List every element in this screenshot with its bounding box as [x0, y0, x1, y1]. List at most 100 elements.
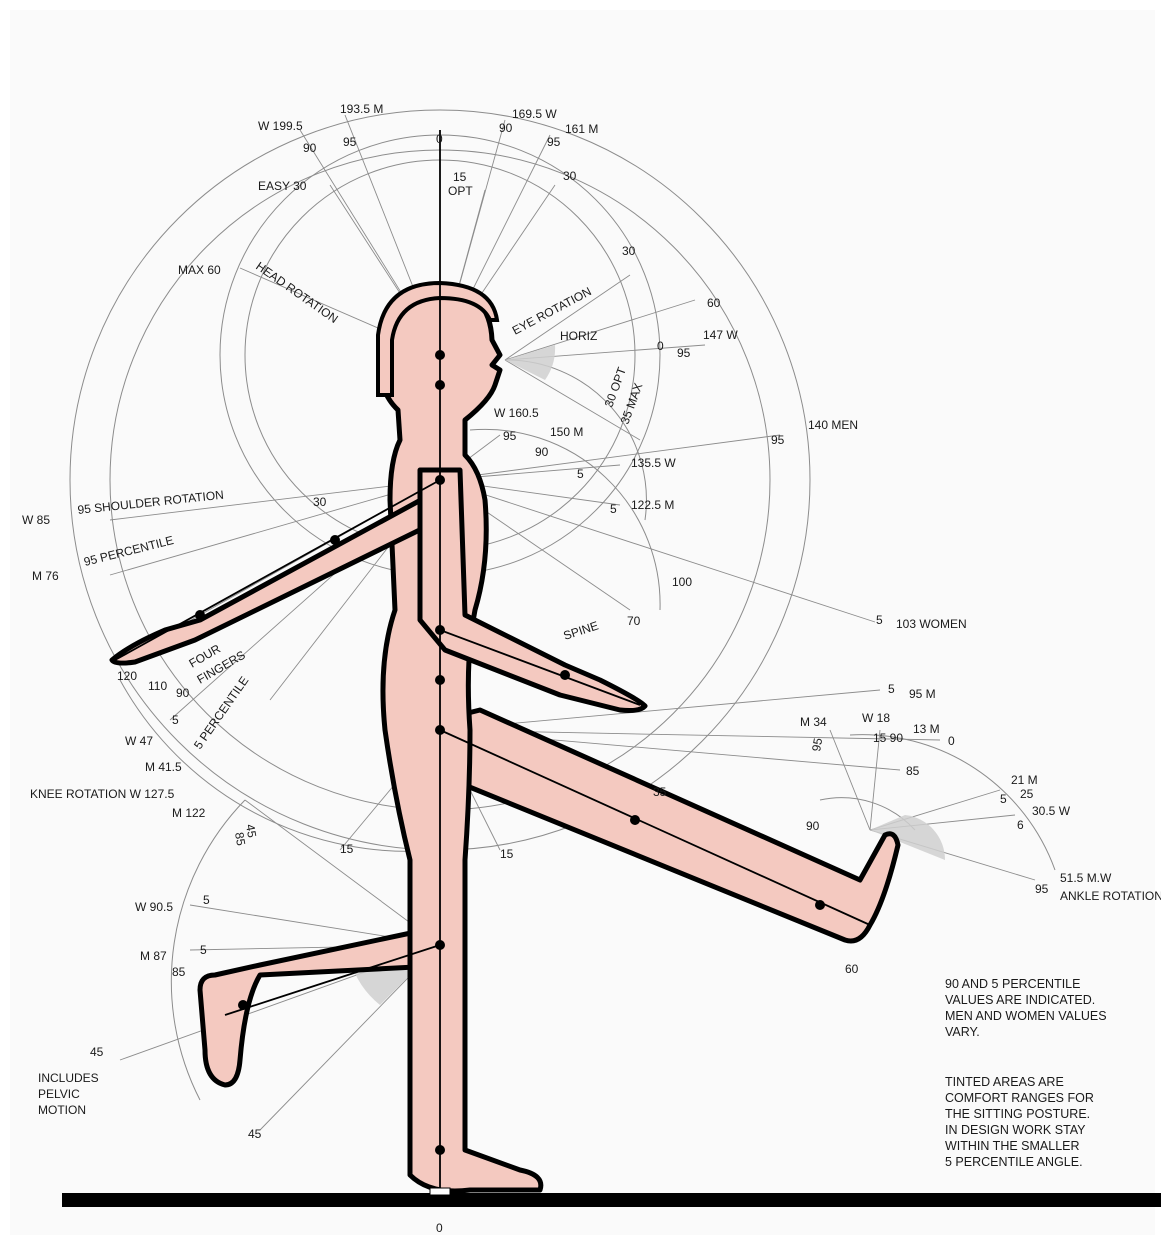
label-5: 5	[203, 893, 210, 907]
waist-joint	[435, 675, 445, 685]
label-easy-30: EASY 30	[258, 179, 307, 193]
label-110: 110	[148, 679, 167, 693]
label-m122: M 122	[172, 806, 206, 820]
hip-joint	[435, 725, 445, 735]
label-small: 90	[303, 141, 317, 155]
label-25: 25	[1020, 787, 1034, 801]
label-140-men: 140 MEN	[808, 418, 858, 432]
label-100: 100	[672, 575, 692, 589]
label-5: 5	[1000, 792, 1007, 806]
label-small: 95	[677, 346, 691, 360]
note-line: MEN AND WOMEN VALUES	[945, 1009, 1107, 1023]
label-95: 95	[809, 737, 825, 753]
label-35: 35	[653, 785, 667, 799]
label-max-60: MAX 60	[178, 263, 221, 277]
label-15: 15	[340, 842, 354, 856]
label-w85: W 85	[22, 513, 50, 527]
neck-joint	[435, 380, 445, 390]
label-w169: 169.5 W	[512, 107, 557, 121]
label-21-m: 21 M	[1011, 773, 1038, 787]
label-zero-top: 0	[436, 132, 443, 146]
ankle-joint-front	[815, 900, 825, 910]
label-95-m: 95 M	[909, 687, 936, 701]
label-5: 5	[610, 502, 617, 516]
label-includes: INCLUDES	[38, 1071, 99, 1085]
note-line: VALUES ARE INDICATED.	[945, 993, 1095, 1007]
ankle-joint-back	[238, 1000, 248, 1010]
knee-joint-back	[435, 940, 445, 950]
label-0: 0	[657, 339, 664, 353]
wrist-joint-front	[560, 670, 570, 680]
label-w18: W 18	[862, 711, 890, 725]
label-45: 45	[248, 1127, 262, 1141]
head-joint	[435, 350, 445, 360]
label-horiz: HORIZ	[560, 329, 597, 343]
label-w90: W 90.5	[135, 900, 173, 914]
label-opt: OPT	[448, 184, 473, 198]
label-15: 15	[500, 847, 514, 861]
label-small: 95	[547, 135, 561, 149]
label-51-5-mw: 51.5 M.W	[1060, 871, 1112, 885]
label-m76: M 76	[32, 569, 59, 583]
label-w199: W 199.5	[258, 119, 303, 133]
label-5: 5	[577, 467, 584, 481]
label-m161: 161 M	[565, 122, 598, 136]
shoulder-joint	[435, 475, 445, 485]
label-small: 95	[503, 429, 517, 443]
label-70: 70	[627, 614, 641, 628]
label-95: 95	[771, 433, 785, 447]
label-m193: 193.5 M	[340, 102, 383, 116]
label-pelvic: PELVIC	[38, 1087, 80, 1101]
label-85: 85	[906, 764, 920, 778]
label-w147: 147 W	[703, 328, 738, 342]
label-m87: M 87	[140, 949, 167, 963]
ground-marker	[430, 1188, 450, 1195]
ankle-joint-standing	[435, 1145, 445, 1155]
label-small: 95	[343, 135, 357, 149]
label-m122: 122.5 M	[631, 498, 674, 512]
note-line: 5 PERCENTILE ANGLE.	[945, 1155, 1083, 1169]
label-w135: 135.5 W	[631, 456, 676, 470]
note-line: TINTED AREAS ARE	[945, 1075, 1064, 1089]
label-45: 45	[90, 1045, 104, 1059]
label-m150: 150 M	[550, 425, 583, 439]
label-6: 6	[1017, 818, 1024, 832]
wrist-joint-back	[195, 610, 205, 620]
label-95: 95	[1035, 882, 1049, 896]
label-w47: W 47	[125, 734, 153, 748]
label-motion: MOTION	[38, 1103, 86, 1117]
label-knee-rotation: KNEE ROTATION W 127.5	[30, 787, 175, 801]
label-13-m: 13 M	[913, 722, 940, 736]
label-85: 85	[232, 831, 248, 847]
label-5: 5	[888, 682, 895, 696]
label-5: 5	[876, 613, 883, 627]
label-60: 60	[707, 296, 721, 310]
note-line: COMFORT RANGES FOR	[945, 1091, 1094, 1105]
label-zero-bottom: 0	[436, 1221, 443, 1235]
label-30-right: 30	[563, 169, 577, 183]
note-line: VARY.	[945, 1025, 980, 1039]
label-small: 15 90	[873, 731, 903, 745]
label-60: 60	[845, 962, 859, 976]
label-90: 90	[176, 686, 190, 700]
label-30: 30	[313, 495, 327, 509]
note-line: 90 AND 5 PERCENTILE	[945, 977, 1080, 991]
label-90: 90	[806, 819, 820, 833]
label-small: 90	[499, 121, 513, 135]
label-120: 120	[117, 669, 137, 683]
note-line: WITHIN THE SMALLER	[945, 1139, 1080, 1153]
label-ankle-rotation: ANKLE ROTATION	[1060, 889, 1161, 903]
label-85: 85	[172, 965, 186, 979]
note-line: IN DESIGN WORK STAY	[945, 1123, 1086, 1137]
label-103-women: 103 WOMEN	[896, 617, 967, 631]
elbow-joint-front	[435, 625, 445, 635]
label-30-5-w: 30.5 W	[1032, 804, 1071, 818]
label-0: 0	[948, 734, 955, 748]
knee-joint-front	[630, 815, 640, 825]
elbow-joint-back	[330, 535, 340, 545]
label-w160: W 160.5	[494, 406, 539, 420]
label-5: 5	[172, 713, 179, 727]
label-small: 90	[535, 445, 549, 459]
label-m41: M 41.5	[145, 760, 182, 774]
